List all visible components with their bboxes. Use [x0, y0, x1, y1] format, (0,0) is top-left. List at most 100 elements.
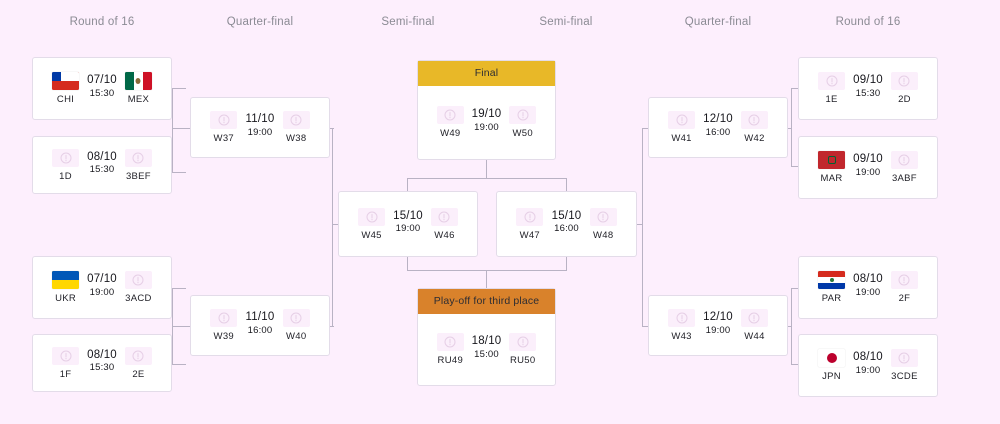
match-card-r16-r4[interactable]: JPN 08/10 19:00 3CDE — [798, 334, 938, 397]
alert-circle-icon — [436, 106, 464, 124]
match-card-qf-r2[interactable]: W43 12/10 19:00 W44 — [648, 295, 788, 356]
match-card-r16-r2[interactable]: MAR 09/10 19:00 3ABF — [798, 136, 938, 199]
match-kickoff: 08/10 15:30 — [87, 349, 117, 374]
alert-circle-icon — [509, 106, 537, 124]
alert-circle-icon — [430, 207, 458, 226]
alert-circle-icon — [436, 333, 464, 351]
match-card-r16-l3[interactable]: UKR 07/10 19:00 3ACD — [32, 256, 172, 319]
match-time: 15:00 — [474, 348, 499, 360]
connector — [172, 364, 186, 365]
home-team: 1E — [810, 72, 853, 105]
match-kickoff: 07/10 19:00 — [87, 273, 117, 298]
connector — [332, 224, 340, 225]
match-time: 19:00 — [705, 324, 731, 336]
match-kickoff: 15/10 16:00 — [552, 210, 582, 235]
team-code: W44 — [744, 331, 765, 342]
match-time: 19:00 — [855, 166, 881, 178]
match-time: 16:00 — [247, 324, 273, 336]
team-code: W47 — [519, 229, 541, 241]
match-time: 19:00 — [89, 286, 115, 298]
alert-circle-icon — [890, 349, 918, 367]
column-header-quarter-final-right: Quarter-final — [684, 16, 752, 28]
connector — [642, 128, 643, 326]
team-code: 1D — [59, 170, 72, 182]
away-team: W42 — [733, 111, 776, 144]
connector — [566, 257, 567, 271]
match-kickoff: 15/10 19:00 — [393, 210, 423, 235]
away-team: 2D — [883, 72, 926, 105]
match-card-r16-r1[interactable]: 1E 09/10 15:30 2D — [798, 57, 938, 120]
alert-circle-icon — [516, 207, 544, 226]
alert-circle-icon — [668, 309, 696, 327]
team-code: 3ACD — [125, 293, 152, 304]
team-code: 3ABF — [891, 173, 917, 184]
team-code: UKR — [55, 293, 77, 304]
match-date: 08/10 — [853, 273, 883, 286]
team-code: W39 — [213, 331, 234, 342]
match-date: 12/10 — [703, 311, 733, 324]
alert-circle-icon — [282, 309, 310, 327]
match-card-r16-r3[interactable]: PAR 08/10 19:00 2F — [798, 256, 938, 319]
alert-circle-icon — [509, 333, 537, 351]
match-date: 08/10 — [853, 351, 883, 364]
team-code: W49 — [440, 128, 461, 139]
connector — [642, 128, 649, 129]
away-team: MEX — [117, 72, 160, 105]
match-time: 15:30 — [855, 87, 881, 99]
match-time: 15:30 — [89, 87, 115, 99]
column-header-round-of-16-left: Round of 16 — [69, 16, 135, 28]
team-code: JPN — [822, 371, 841, 382]
final-header-label: Final — [418, 61, 555, 86]
match-card-qf-l2[interactable]: W39 11/10 16:00 W40 — [190, 295, 330, 356]
connector — [407, 257, 408, 271]
alert-circle-icon — [818, 72, 846, 90]
connector — [172, 172, 186, 173]
home-team: 1F — [44, 346, 87, 380]
team-code: W38 — [286, 133, 307, 144]
match-card-r16-l2[interactable]: 1D 08/10 15:30 3BEF — [32, 136, 172, 194]
japan-flag — [818, 349, 846, 367]
away-team: W46 — [423, 207, 466, 241]
team-code: 1F — [59, 368, 72, 380]
connector — [642, 326, 649, 327]
match-card-third-place[interactable]: Play-off for third place RU49 18/10 15:0… — [417, 288, 556, 386]
match-card-qf-l1[interactable]: W37 11/10 19:00 W38 — [190, 97, 330, 158]
connector — [330, 128, 334, 129]
match-kickoff: 09/10 19:00 — [853, 153, 883, 178]
home-team: W49 — [429, 106, 472, 139]
match-kickoff: 08/10 19:00 — [853, 273, 883, 298]
match-card-qf-r1[interactable]: W41 12/10 16:00 W42 — [648, 97, 788, 158]
match-kickoff: 08/10 19:00 — [853, 351, 883, 376]
match-card-sf-left[interactable]: W45 15/10 19:00 W46 — [338, 191, 478, 257]
team-code: W48 — [592, 229, 614, 241]
match-card-r16-l4[interactable]: 1F 08/10 15:30 2E — [32, 334, 172, 392]
match-time: 19:00 — [855, 286, 881, 298]
match-card-sf-right[interactable]: W47 15/10 16:00 W48 — [496, 191, 637, 257]
home-team: W47 — [508, 207, 552, 241]
match-time: 16:00 — [705, 126, 731, 138]
match-date: 12/10 — [703, 113, 733, 126]
home-team: CHI — [44, 72, 87, 105]
connector — [407, 178, 408, 192]
match-kickoff: 12/10 19:00 — [703, 311, 733, 336]
alert-circle-icon — [740, 309, 768, 327]
home-team: MAR — [810, 151, 853, 184]
match-card-final[interactable]: Final W49 19/10 19:00 W50 — [417, 60, 556, 160]
match-date: 09/10 — [853, 153, 883, 166]
away-team: W38 — [274, 111, 318, 144]
match-time: 19:00 — [247, 126, 273, 138]
connector — [636, 224, 643, 225]
match-time: 15:30 — [89, 362, 115, 374]
home-team: W45 — [350, 207, 393, 241]
team-code: W46 — [434, 229, 455, 241]
connector — [330, 326, 334, 327]
home-team: JPN — [810, 349, 853, 382]
team-code: 2E — [132, 368, 145, 380]
match-date: 11/10 — [245, 311, 275, 324]
alert-circle-icon — [668, 111, 696, 129]
match-card-r16-l1[interactable]: CHI 07/10 15:30 MEX — [32, 57, 172, 120]
team-code: W43 — [671, 331, 692, 342]
column-header-semi-final-right: Semi-final — [539, 16, 593, 28]
mexico-flag — [124, 72, 152, 90]
